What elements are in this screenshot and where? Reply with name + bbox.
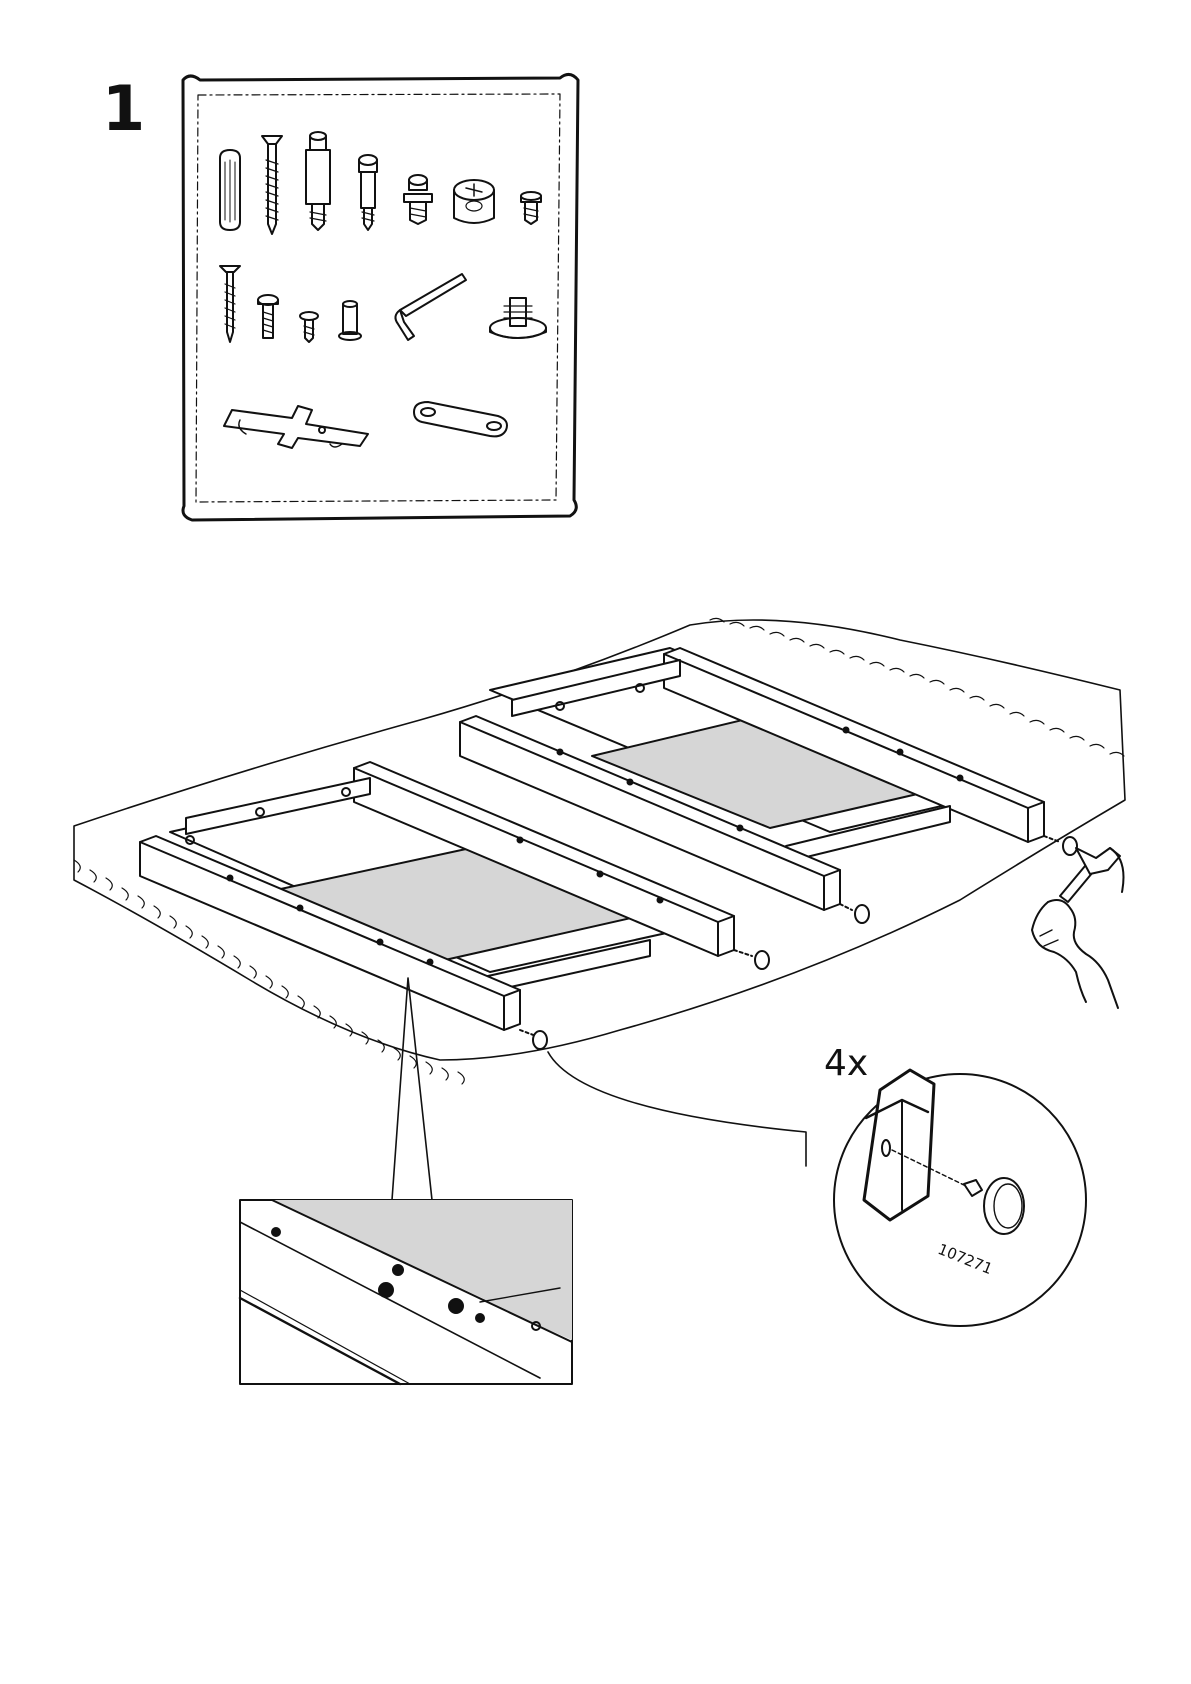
quantity-label: 4x (824, 1046, 868, 1082)
magnified-detail-circle (834, 1070, 1086, 1326)
cam-bolt-icon (359, 155, 377, 230)
cam-lock-icon (454, 180, 494, 223)
hand-icon (1032, 900, 1118, 1008)
connector-bolt-icon (306, 132, 330, 230)
long-screw-icon (262, 136, 282, 234)
wood-screw-icon (220, 266, 240, 342)
detail-inset (240, 1200, 572, 1384)
small-screw-icon (521, 192, 541, 224)
allen-key-icon (395, 274, 466, 340)
short-cam-bolt-icon (404, 175, 432, 224)
wood-dowel-icon (220, 150, 240, 230)
detail-leader (548, 1052, 806, 1166)
tiny-screw-icon (300, 312, 318, 342)
barrel-nut-icon (339, 301, 361, 340)
hinge-bracket-icon (224, 406, 368, 448)
hammer-icon (1060, 848, 1124, 902)
connecting-plate-icon (414, 402, 507, 436)
adjustable-foot-icon (490, 298, 546, 338)
machine-screw-icon (258, 295, 278, 338)
